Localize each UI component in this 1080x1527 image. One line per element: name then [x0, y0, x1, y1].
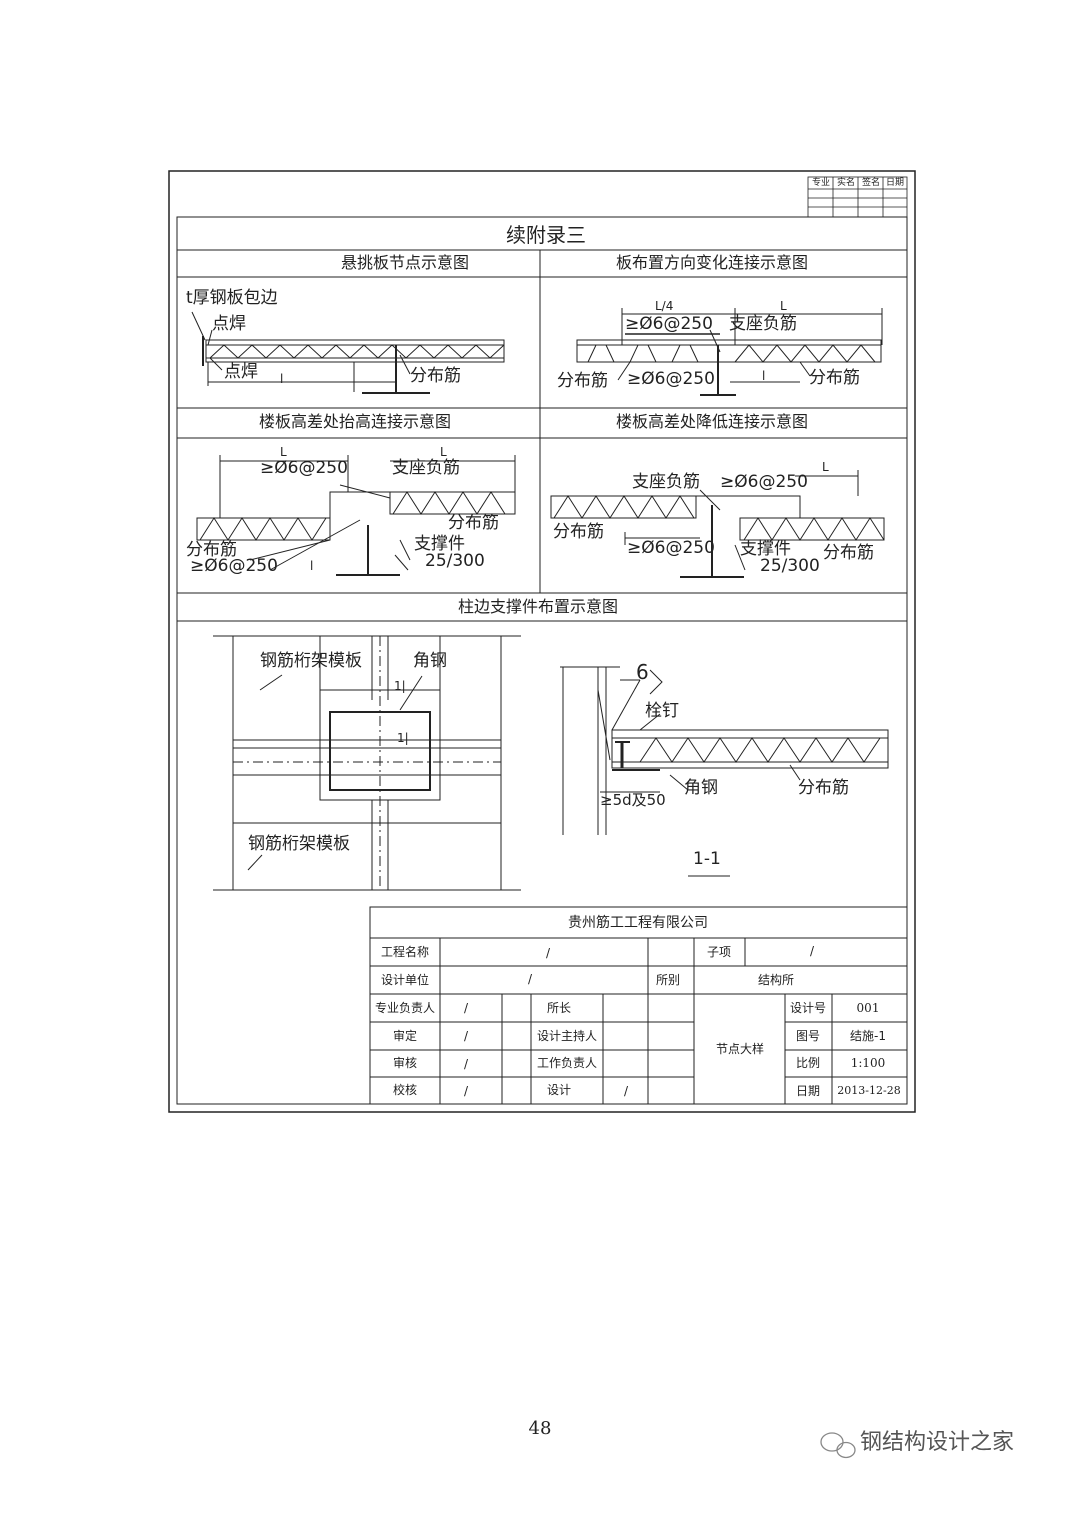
dept-value: 结构所: [757, 973, 795, 987]
label-short: l: [310, 559, 314, 573]
sub-item-value: /: [809, 944, 815, 958]
scale-value: 1:100: [850, 1056, 886, 1070]
label-length: L: [780, 299, 787, 313]
rev-header-3: 签名: [861, 178, 881, 188]
design-no-label: 设计号: [789, 1001, 827, 1015]
label-support-bar: 支座负筋: [392, 458, 460, 478]
project-name-label: 工程名称: [380, 945, 430, 959]
label-support-bar: 支座负筋: [729, 314, 797, 334]
project-name-value: /: [545, 946, 551, 960]
design-no: 001: [856, 1001, 880, 1015]
label-length-right: L: [440, 445, 447, 459]
role2-row-3: 工作负责人: [536, 1056, 598, 1070]
watermark-text: 钢结构设计之家: [860, 1430, 1015, 1455]
date-value: 2013-12-28: [837, 1084, 901, 1097]
scale-label: 比例: [795, 1056, 821, 1070]
wechat-icon: [820, 1432, 856, 1459]
rev-header-1: 专业: [811, 178, 831, 188]
label-bar-bottom: ≥Ø6@250: [190, 556, 278, 576]
label-section: 1-1: [693, 849, 721, 869]
cantilever-diagram: [191, 311, 505, 394]
label-angle: 25/300: [760, 556, 820, 576]
role2-row-4: 设计: [546, 1083, 572, 1097]
page-number: 48: [528, 1418, 552, 1439]
raise-diagram: [196, 455, 516, 576]
label-deck-top: 钢筋桁架模板: [260, 651, 362, 671]
label-bar-top: ≥Ø6@250: [625, 314, 713, 334]
label-dist-left: 分布筋: [553, 522, 604, 542]
label-angle: 角钢: [684, 778, 718, 798]
label-bar-bottom: ≥Ø6@250: [627, 538, 715, 558]
label-angle: 25/300: [425, 551, 485, 571]
lower-diagram: [550, 470, 885, 578]
label-mark-1b: 1|: [397, 731, 409, 745]
label-support-bar: 支座负筋: [632, 472, 700, 492]
drawing-name: 节点大样: [715, 1042, 765, 1056]
company-name: 贵州筋工工程有限公司: [568, 915, 708, 931]
label-dist-bar: 分布筋: [798, 778, 849, 798]
label-spacing: ≥5d及50: [600, 791, 666, 809]
label-bar-top: ≥Ø6@250: [260, 458, 348, 478]
label-mark-1a: 1|: [394, 679, 406, 693]
rev-header-4: 日期: [885, 178, 905, 188]
rev-header-2: 实名: [836, 178, 856, 188]
title-block-lines: [369, 906, 908, 1105]
label-dist-right: 分布筋: [448, 513, 499, 533]
name-row-3: /: [463, 1057, 469, 1071]
sheet-no-label: 图号: [795, 1029, 821, 1043]
label-length: l: [280, 372, 284, 386]
label-bar-top: ≥Ø6@250: [720, 472, 808, 492]
panel-title-lower: 楼板高差处降低连接示意图: [615, 412, 809, 431]
panel-title-raise: 楼板高差处抬高连接示意图: [258, 412, 452, 431]
label-weld-bottom: 点焊: [224, 362, 258, 382]
label-short: l: [762, 369, 766, 383]
name-row-1: /: [463, 1001, 469, 1015]
direction-change-diagram: [576, 308, 883, 396]
label-quarter: L/4: [655, 299, 674, 313]
name-row-2: /: [463, 1029, 469, 1043]
date-label: 日期: [795, 1084, 821, 1098]
name2-row-4: /: [623, 1084, 629, 1098]
label-length-left: L: [280, 445, 287, 459]
label-deck-bottom: 钢筋桁架模板: [248, 834, 350, 854]
panel-title-column: 柱边支撑件布置示意图: [457, 597, 619, 616]
label-stud: 栓钉: [645, 701, 679, 721]
role2-row-1: 所长: [546, 1001, 572, 1015]
role-row-4: 校核: [392, 1083, 418, 1097]
label-support: 支撑件: [740, 539, 791, 559]
role2-row-2: 设计主持人: [536, 1029, 598, 1043]
column-plan-diagram: [213, 635, 521, 891]
sheet-title: 续附录三: [506, 223, 586, 247]
sub-item-label: 子项: [706, 945, 732, 959]
label-dist-left: 分布筋: [557, 371, 608, 391]
role-row-3: 审核: [392, 1056, 418, 1070]
label-length: L: [822, 460, 829, 474]
panel-title-cantilever: 悬挑板节点示意图: [340, 253, 470, 272]
label-dist-right: 分布筋: [823, 543, 874, 563]
section-1-1-diagram: [560, 666, 889, 877]
design-unit-label: 设计单位: [380, 973, 430, 987]
label-dist-left: 分布筋: [186, 540, 237, 560]
label-edge-plate: t厚钢板包边: [186, 288, 278, 308]
revision-block: [807, 176, 908, 218]
label-weld-size: 6: [636, 660, 649, 684]
name-row-4: /: [463, 1084, 469, 1098]
sheet-no: 结施-1: [850, 1029, 886, 1043]
design-unit-value: /: [527, 972, 533, 986]
role-row-1: 专业负责人: [374, 1001, 436, 1015]
panel-title-direction-change: 板布置方向变化连接示意图: [615, 253, 809, 272]
label-bar-bottom: ≥Ø6@250: [627, 369, 715, 389]
label-support: 支撑件: [414, 534, 465, 554]
label-dist-bar: 分布筋: [410, 366, 461, 386]
label-weld-top: 点焊: [212, 314, 246, 334]
label-dist-right: 分布筋: [809, 368, 860, 388]
role-row-2: 审定: [392, 1029, 418, 1043]
dept-label: 所别: [655, 973, 681, 987]
label-angle-top: 角钢: [413, 651, 447, 671]
